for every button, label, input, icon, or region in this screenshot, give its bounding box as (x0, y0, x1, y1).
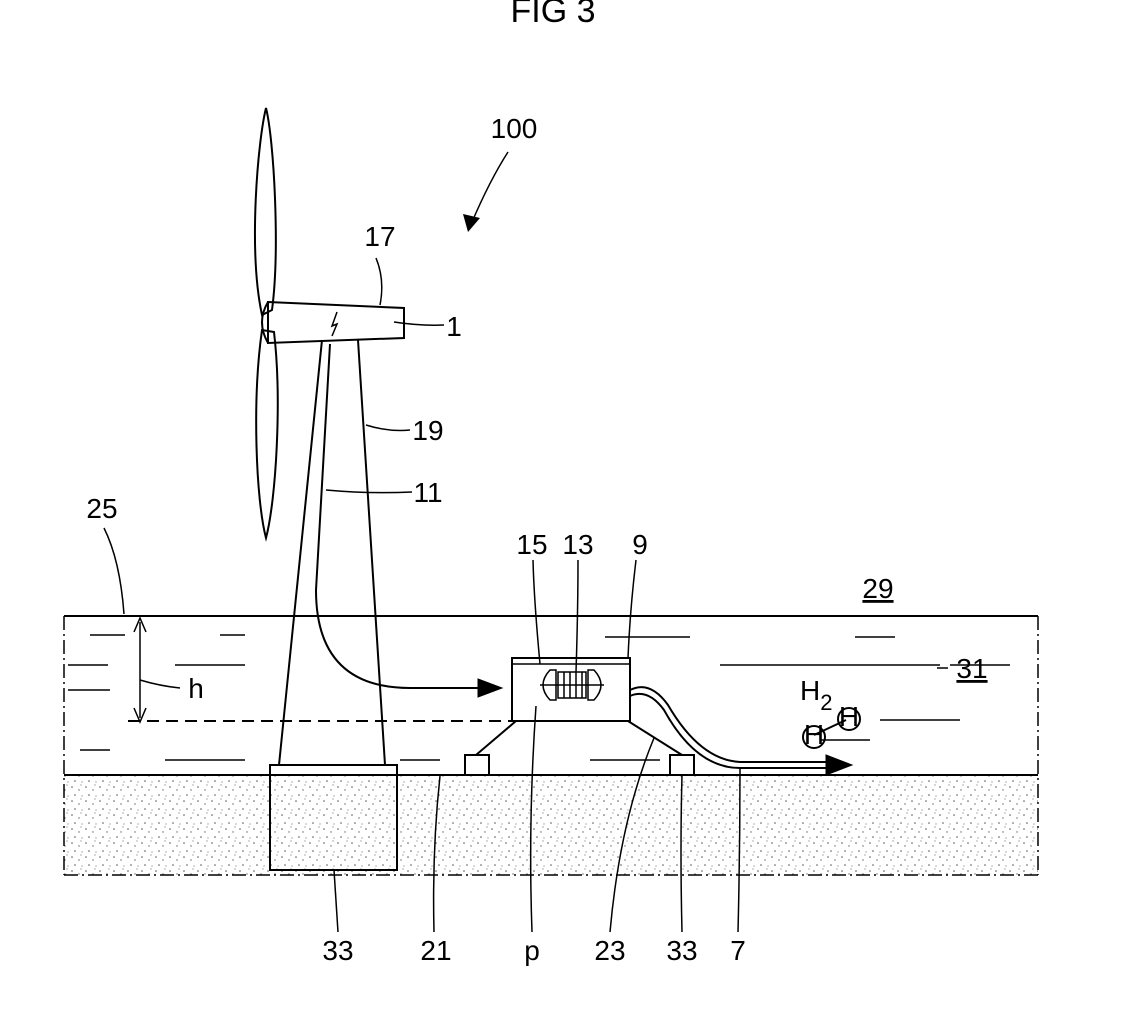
support-foot-right (670, 755, 694, 775)
rotor-blade-upper (255, 108, 276, 315)
label-electrolyzer: 13 (562, 529, 593, 560)
leader-tower (366, 425, 410, 430)
label-water: 31 (956, 653, 987, 684)
label-foundation: 33 (322, 935, 353, 966)
label-nacelle: 1 (446, 311, 462, 342)
power-cable (316, 344, 484, 688)
hydrogen-pipeline-inner (630, 694, 826, 768)
hydrogen-pipeline (630, 687, 826, 762)
leader-foundation (334, 870, 338, 932)
label-pressure: p (524, 935, 540, 966)
seabed-sand (64, 775, 1038, 875)
pipeline-arrow-head (826, 755, 852, 775)
cable-arrow-head (478, 679, 502, 697)
rotor-blade-lower (256, 330, 277, 538)
label-housing: 9 (632, 529, 648, 560)
label-tower: 19 (412, 415, 443, 446)
label-support: 23 (594, 935, 625, 966)
leader-water-surface (104, 528, 124, 614)
label-cable: 11 (413, 477, 442, 508)
label-hydrogen-subscript: 2 (820, 690, 832, 715)
label-hydrogen: H2 (800, 675, 832, 715)
label-housing-upper: 15 (516, 529, 547, 560)
leader-depth (140, 680, 180, 688)
electrolyzer-unit (540, 670, 604, 700)
label-water-surface: 25 (86, 493, 117, 524)
leader-system-head (463, 214, 480, 232)
label-seabed: 21 (420, 935, 451, 966)
nacelle (268, 302, 404, 343)
leader-system (472, 152, 508, 222)
label-air: 29 (862, 573, 893, 604)
lightning-icon (332, 312, 337, 336)
leader-cable (326, 490, 412, 493)
leader-nacelle (394, 322, 444, 325)
support-leg-left (476, 721, 516, 755)
leader-housing-upper (533, 560, 540, 664)
figure-title: FIG 3 (510, 0, 595, 30)
tower (279, 340, 385, 765)
hydrogen-atom-a-label: H (804, 719, 824, 750)
label-hydrogen-symbol: H (800, 675, 820, 706)
leader-housing (628, 560, 636, 658)
label-support-foot: 33 (666, 935, 697, 966)
support-foot-left (465, 755, 489, 775)
label-depth: h (188, 673, 204, 704)
hydrogen-atom-b-label: H (839, 701, 859, 732)
label-system: 100 (491, 113, 538, 144)
leader-nacelle-line (376, 258, 382, 305)
label-pipeline: 7 (730, 935, 746, 966)
label-nacelle-line: 17 (364, 221, 395, 252)
electrolyzer-housing (512, 658, 630, 721)
